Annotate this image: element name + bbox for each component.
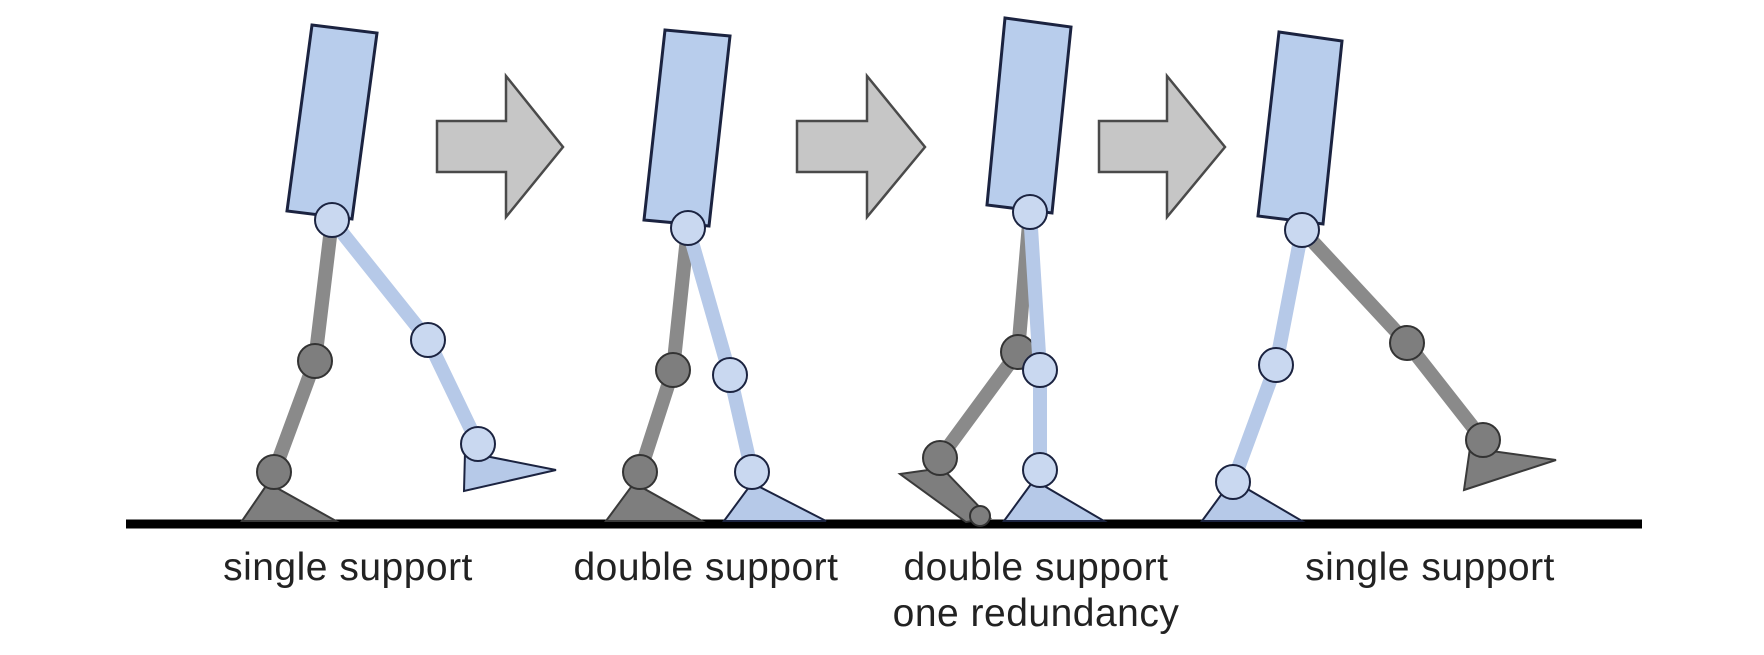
grey-ankle-joint <box>256 454 292 490</box>
right-arrow-icon <box>1097 72 1227 221</box>
grey-knee-joint <box>1389 325 1425 361</box>
blue-foot <box>462 450 557 493</box>
robot-phase-3 <box>897 16 1108 527</box>
robot-phase-4 <box>1200 30 1557 522</box>
hip-joint <box>670 210 706 246</box>
phase-3-label-line2: one redundancy <box>892 592 1180 635</box>
blue-ankle-joint <box>460 426 496 462</box>
right-arrow-icon <box>795 72 927 221</box>
right-arrow-icon <box>435 72 565 221</box>
blue-ankle-joint <box>1022 452 1058 488</box>
blue-leg <box>1023 205 1047 477</box>
torso <box>642 28 732 228</box>
grey-ankle-joint <box>1465 422 1501 458</box>
phase-2-caption: double support <box>556 545 856 591</box>
grey-leg <box>633 221 695 479</box>
grey-ankle-joint <box>922 440 958 476</box>
torso <box>1256 30 1344 226</box>
blue-leg <box>681 221 759 479</box>
blue-knee-joint <box>1258 347 1294 383</box>
blue-knee-joint <box>1022 352 1058 388</box>
grey-knee-joint <box>655 352 691 388</box>
blue-ankle-joint <box>1215 464 1251 500</box>
grey-foot <box>1462 446 1557 492</box>
phase-1-label: single support <box>223 546 473 589</box>
blue-ankle-joint <box>734 454 770 490</box>
grey-ankle-joint <box>622 454 658 490</box>
hip-joint <box>314 202 350 238</box>
grey-foot <box>240 481 340 522</box>
blue-foot <box>1002 478 1108 522</box>
torso <box>285 23 379 221</box>
robot-phase-1 <box>240 23 557 522</box>
hip-joint <box>1284 212 1320 248</box>
robot-phase-2 <box>604 28 827 522</box>
phase-2-label: double support <box>573 546 839 589</box>
torso <box>985 16 1073 215</box>
hip-joint <box>1012 194 1048 230</box>
blue-knee-joint <box>410 322 446 358</box>
phase-3-label: double support <box>903 546 1169 589</box>
blue-leg <box>325 213 485 451</box>
grey-knee-joint <box>297 343 333 379</box>
phase-1-caption: single support <box>198 545 498 591</box>
grey-toe-joint <box>969 505 991 527</box>
phase-3-caption: double support one redundancy <box>876 545 1196 637</box>
phase-4-label: single support <box>1305 546 1555 589</box>
blue-knee-joint <box>712 357 748 393</box>
phase-4-caption: single support <box>1280 545 1580 591</box>
grey-foot <box>604 481 706 522</box>
blue-foot <box>722 481 827 522</box>
